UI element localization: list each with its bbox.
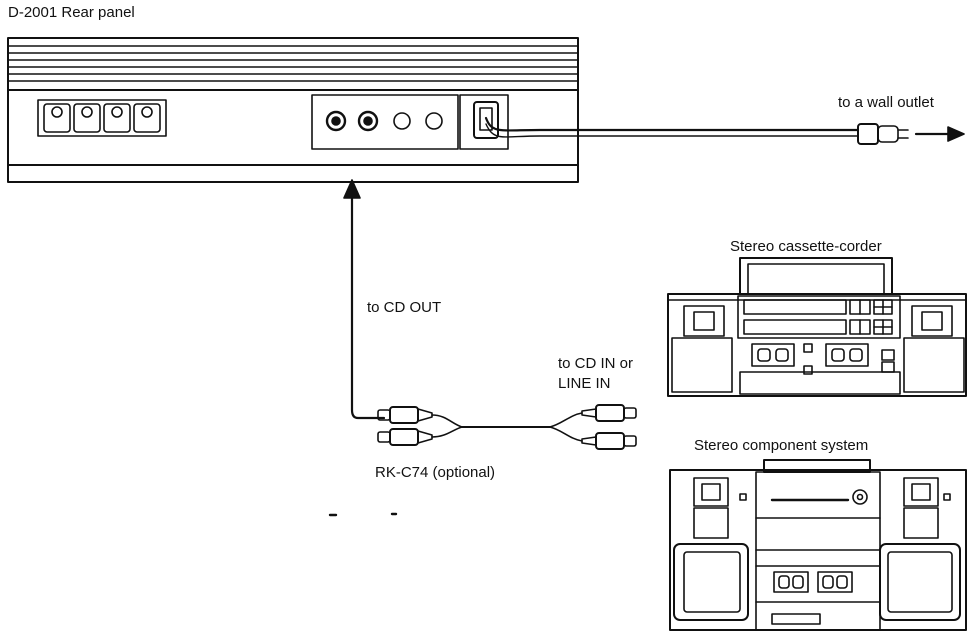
cassette-corder-drawing	[667, 257, 967, 397]
diagram-title: D-2001 Rear panel	[8, 4, 135, 21]
cd-player-rear-panel	[7, 37, 579, 183]
ac-inlet	[459, 94, 509, 150]
rca-cable	[377, 404, 637, 450]
label-cd-in-line2: LINE IN	[558, 375, 611, 392]
label-component-system: Stereo component system	[694, 437, 869, 454]
cd-out-arrow	[343, 179, 386, 420]
rear-switches	[37, 99, 167, 137]
label-cd-out: to CD OUT	[367, 299, 442, 316]
label-cable: RK-C74 (optional)	[375, 464, 496, 481]
scan-specks	[328, 512, 398, 517]
label-cd-in-line1: to CD IN or	[558, 355, 634, 372]
output-jacks	[311, 94, 459, 150]
label-cassette-corder: Stereo cassette-corder	[730, 238, 882, 255]
component-system-drawing	[669, 459, 967, 631]
label-wall-outlet: to a wall outlet	[838, 94, 934, 111]
power-cord	[484, 116, 965, 145]
